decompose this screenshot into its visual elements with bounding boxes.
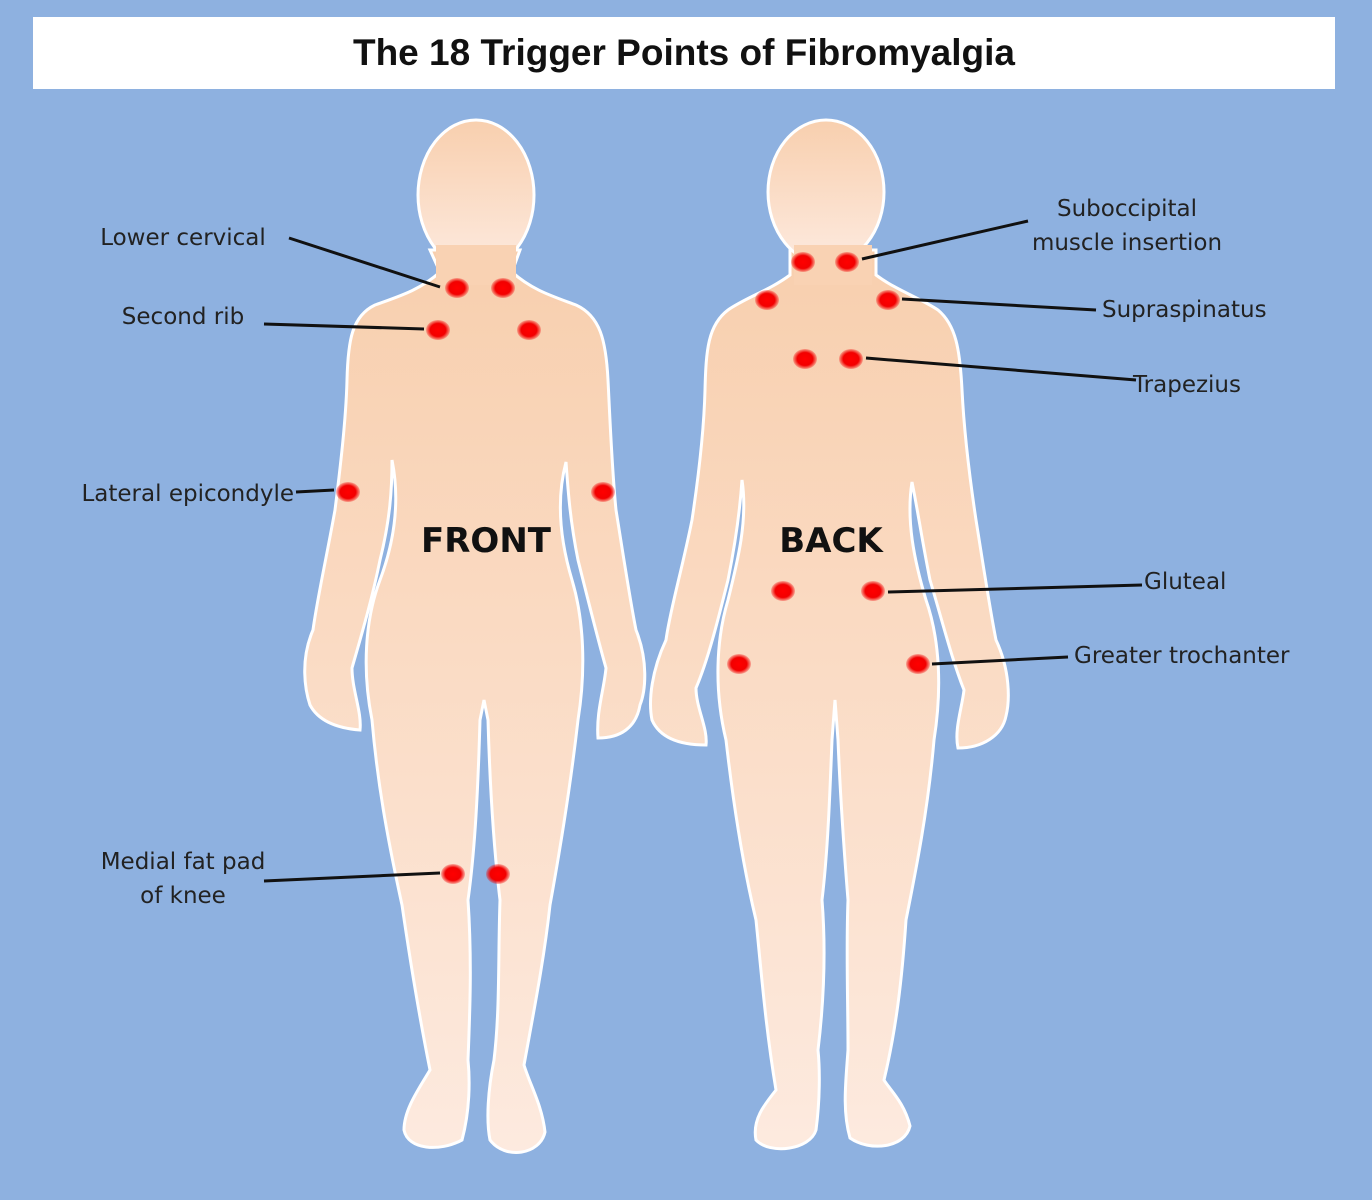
label-medial-fat-pad-line2: of knee (140, 883, 226, 909)
trigger-point-suboccipital-right (835, 252, 859, 272)
trigger-points (336, 252, 930, 884)
back-body-silhouette (649, 118, 1010, 1151)
leader-lines (263, 219, 1143, 883)
trigger-point-trapezius-right (839, 349, 863, 369)
label-suboccipital-line2: muscle insertion (1032, 230, 1222, 256)
trigger-point-second-rib-right (517, 320, 541, 340)
trigger-point-lower-cervical-left (445, 278, 469, 298)
label-second-rib: Second rib (122, 304, 244, 330)
trigger-point-lateral-epicondyle-right (591, 482, 615, 502)
label-greater-trochanter: Greater trochanter (1074, 643, 1290, 669)
trigger-point-lateral-epicondyle-left (336, 482, 360, 502)
label-medial-fat-pad-line1: Medial fat pad (101, 849, 266, 875)
trigger-point-second-rib-left (426, 320, 450, 340)
back-view-label: BACK (779, 521, 884, 561)
trigger-point-trapezius-left (793, 349, 817, 369)
front-body-silhouette (303, 118, 647, 1154)
leader-second-rib (263, 322, 425, 331)
label-lateral-epicondyle: Lateral epicondyle (81, 481, 294, 507)
diagram-title: The 18 Trigger Points of Fibromyalgia (352, 32, 1015, 73)
trigger-point-supraspinatus-right (876, 290, 900, 310)
trigger-point-gluteal-left (771, 581, 795, 601)
leader-trapezius (865, 356, 1137, 382)
trigger-point-greater-trochanter-left (727, 654, 751, 674)
trigger-point-suboccipital-left (791, 252, 815, 272)
leader-lower-cervical (288, 236, 441, 289)
label-lower-cervical: Lower cervical (100, 225, 266, 251)
trigger-point-gluteal-right (861, 581, 885, 601)
leader-greater-trochanter (931, 655, 1069, 666)
trigger-point-supraspinatus-left (755, 290, 779, 310)
label-suboccipital-line1: Suboccipital (1057, 196, 1197, 222)
trigger-point-medial-knee-left (441, 864, 465, 884)
leader-suboccipital (861, 219, 1029, 261)
leader-medial-fat-pad (263, 871, 441, 883)
leader-supraspinatus (901, 297, 1097, 312)
front-view-label: FRONT (421, 521, 552, 561)
trigger-point-lower-cervical-right (491, 278, 515, 298)
trigger-point-medial-knee-right (486, 864, 510, 884)
label-trapezius: Trapezius (1132, 372, 1241, 398)
leader-lateral-epicondyle (295, 488, 335, 494)
label-gluteal: Gluteal (1144, 569, 1226, 595)
leader-gluteal (887, 583, 1143, 594)
title-banner: The 18 Trigger Points of Fibromyalgia (33, 17, 1335, 89)
label-supraspinatus: Supraspinatus (1102, 297, 1267, 323)
trigger-point-greater-trochanter-right (906, 654, 930, 674)
